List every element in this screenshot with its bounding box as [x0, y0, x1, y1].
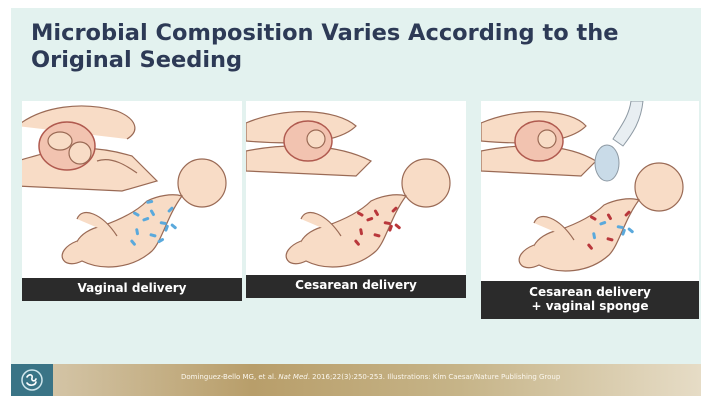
panel-cesarean-sponge: Cesarean delivery + vaginal sponge — [481, 101, 699, 319]
slide-title: Microbial Composition Varies According t… — [31, 20, 681, 74]
fetus-head — [307, 130, 325, 148]
vaginal-delivery-illustration — [22, 101, 242, 301]
gloved-hand — [613, 101, 643, 146]
caption-cesarean-sponge: Cesarean delivery + vaginal sponge — [481, 281, 699, 319]
infinity-logo-icon — [11, 364, 53, 396]
fetus-head — [69, 142, 91, 164]
slide: Microbial Composition Varies According t… — [11, 8, 701, 396]
slide-footer: Dominguez-Bello MG, et al. Nat Med. 2016… — [11, 364, 701, 396]
caption-vaginal-delivery: Vaginal delivery — [22, 278, 242, 301]
fetus-body — [48, 132, 72, 150]
citation: Dominguez-Bello MG, et al. Nat Med. 2016… — [181, 373, 560, 381]
baby-head — [178, 159, 226, 207]
citation-journal: Nat Med — [278, 373, 307, 381]
citation-authors: Dominguez-Bello MG, et al. — [181, 373, 276, 381]
panel-vaginal-delivery: Vaginal delivery — [22, 101, 242, 301]
fetus-head — [538, 130, 556, 148]
baby-head — [402, 159, 450, 207]
caption-cesarean-delivery: Cesarean delivery — [246, 275, 466, 298]
baby-head — [635, 163, 683, 211]
panel-cesarean-delivery: Cesarean delivery — [246, 101, 466, 298]
sponge — [595, 145, 619, 181]
citation-details: . 2016;22(3):250-253. Illustrations: Kim… — [308, 373, 561, 381]
cesarean-delivery-illustration — [246, 101, 466, 298]
